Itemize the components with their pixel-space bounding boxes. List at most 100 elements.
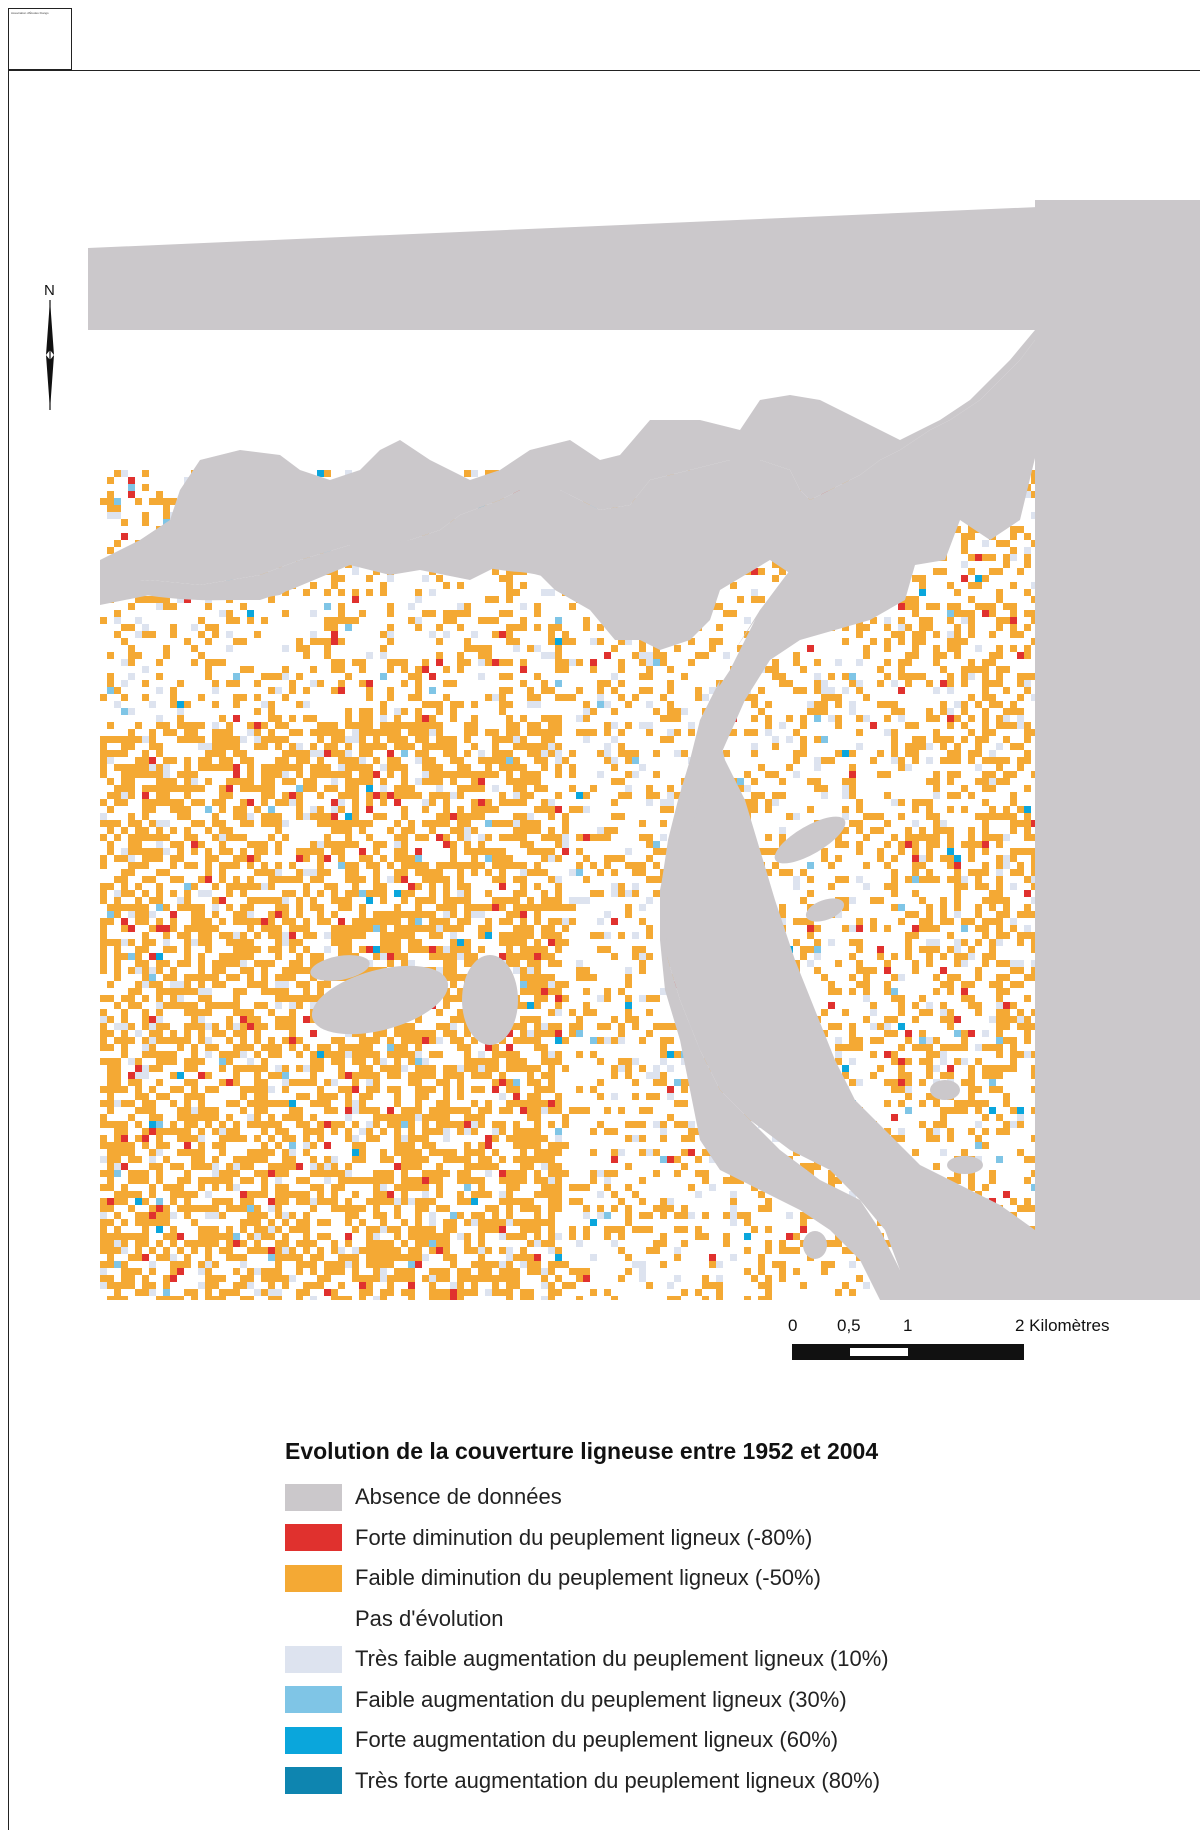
change-pixel — [975, 1044, 982, 1051]
change-pixel — [954, 526, 961, 533]
change-pixel — [226, 757, 233, 764]
change-pixel — [345, 1051, 352, 1058]
change-pixel — [765, 799, 772, 806]
change-pixel — [912, 911, 919, 918]
change-pixel — [142, 827, 149, 834]
change-pixel — [387, 1107, 394, 1114]
change-pixel — [107, 1121, 114, 1128]
change-pixel — [149, 981, 156, 988]
change-pixel — [905, 652, 912, 659]
change-pixel — [114, 799, 121, 806]
change-pixel — [149, 498, 156, 505]
change-pixel — [142, 995, 149, 1002]
change-pixel — [555, 981, 562, 988]
change-pixel — [492, 743, 499, 750]
change-pixel — [394, 764, 401, 771]
change-pixel — [597, 701, 604, 708]
change-pixel — [240, 967, 247, 974]
change-pixel — [527, 771, 534, 778]
change-pixel — [373, 918, 380, 925]
change-pixel — [415, 1044, 422, 1051]
change-pixel — [499, 939, 506, 946]
change-pixel — [996, 666, 1003, 673]
change-pixel — [954, 589, 961, 596]
change-pixel — [891, 1058, 898, 1065]
change-pixel — [961, 939, 968, 946]
change-pixel — [870, 617, 877, 624]
change-pixel — [926, 757, 933, 764]
change-pixel — [849, 953, 856, 960]
change-pixel — [758, 568, 765, 575]
change-pixel — [177, 1107, 184, 1114]
change-pixel — [247, 1044, 254, 1051]
change-pixel — [219, 715, 226, 722]
change-pixel — [443, 617, 450, 624]
change-pixel — [254, 1121, 261, 1128]
change-pixel — [499, 834, 506, 841]
change-pixel — [226, 1079, 233, 1086]
change-pixel — [394, 1058, 401, 1065]
change-pixel — [212, 1114, 219, 1121]
change-pixel — [121, 778, 128, 785]
change-pixel — [359, 659, 366, 666]
change-pixel — [912, 575, 919, 582]
change-pixel — [996, 645, 1003, 652]
change-pixel — [310, 1058, 317, 1065]
change-pixel — [646, 673, 653, 680]
change-pixel — [338, 946, 345, 953]
change-pixel — [527, 848, 534, 855]
change-pixel — [842, 750, 849, 757]
change-pixel — [436, 1037, 443, 1044]
change-pixel — [338, 848, 345, 855]
change-pixel — [345, 792, 352, 799]
change-pixel — [639, 995, 646, 1002]
change-pixel — [926, 911, 933, 918]
change-pixel — [520, 988, 527, 995]
change-pixel — [345, 813, 352, 820]
change-pixel — [989, 729, 996, 736]
change-pixel — [646, 995, 653, 1002]
change-pixel — [520, 624, 527, 631]
change-pixel — [527, 1072, 534, 1079]
change-pixel — [898, 1009, 905, 1016]
change-pixel — [142, 1023, 149, 1030]
change-pixel — [758, 848, 765, 855]
change-pixel — [247, 666, 254, 673]
change-pixel — [653, 841, 660, 848]
change-pixel — [401, 1065, 408, 1072]
change-pixel — [310, 995, 317, 1002]
change-pixel — [198, 890, 205, 897]
change-pixel — [177, 785, 184, 792]
change-pixel — [562, 1065, 569, 1072]
change-pixel — [499, 792, 506, 799]
change-pixel — [527, 792, 534, 799]
change-pixel — [219, 1121, 226, 1128]
change-pixel — [436, 624, 443, 631]
change-pixel — [583, 624, 590, 631]
change-pixel — [891, 750, 898, 757]
change-pixel — [205, 1023, 212, 1030]
change-pixel — [667, 806, 674, 813]
change-pixel — [485, 1100, 492, 1107]
change-pixel — [457, 659, 464, 666]
change-pixel — [107, 904, 114, 911]
change-pixel — [331, 568, 338, 575]
change-pixel — [352, 1072, 359, 1079]
change-pixel — [485, 848, 492, 855]
change-pixel — [555, 890, 562, 897]
change-pixel — [394, 799, 401, 806]
change-pixel — [1003, 561, 1010, 568]
change-pixel — [324, 785, 331, 792]
change-pixel — [282, 792, 289, 799]
change-pixel — [198, 876, 205, 883]
change-pixel — [527, 1030, 534, 1037]
change-pixel — [506, 1044, 513, 1051]
change-pixel — [415, 925, 422, 932]
change-pixel — [422, 1065, 429, 1072]
change-pixel — [548, 687, 555, 694]
change-pixel — [422, 1030, 429, 1037]
change-pixel — [373, 848, 380, 855]
change-pixel — [268, 883, 275, 890]
change-pixel — [282, 757, 289, 764]
change-pixel — [205, 918, 212, 925]
